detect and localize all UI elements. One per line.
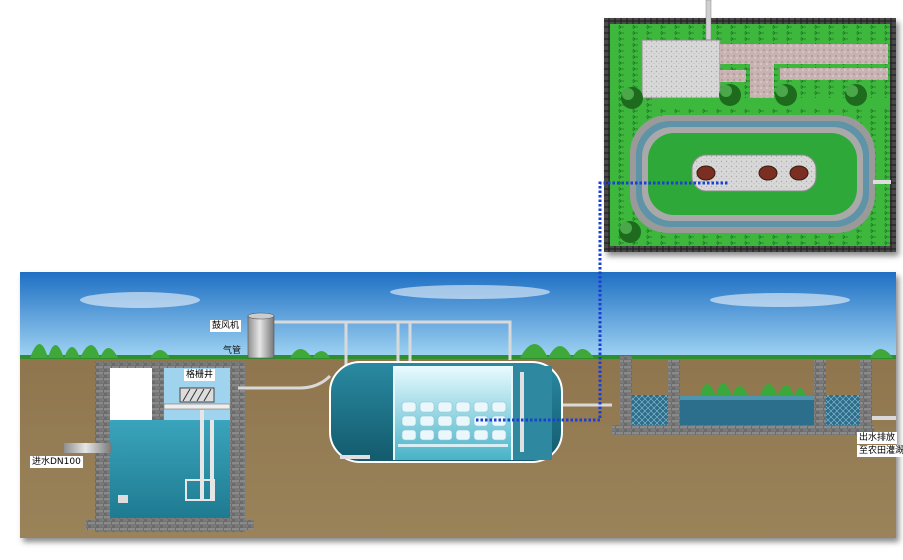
bar-screen [179, 387, 215, 403]
blower-label: 鼓风机 [210, 320, 242, 332]
tree-icon [619, 84, 867, 243]
air-line-label: 气管 [223, 346, 242, 356]
blower-icon [247, 312, 275, 359]
grille-well-label: 格栅井 [184, 369, 216, 381]
manhole-icon [696, 165, 809, 181]
outlet-label-line2: 至农田灌溉 [857, 445, 903, 457]
grass-tufts [30, 344, 893, 358]
outlet-label-line1: 出水排放 [857, 432, 898, 444]
wetland-plant-icon [700, 383, 806, 396]
concrete-pad [641, 39, 721, 99]
site-plan-contents [619, 0, 891, 243]
inlet-pipe-label: 进水DN100 [30, 456, 83, 468]
treatment-tank [329, 361, 563, 463]
clouds [80, 285, 850, 308]
constructed-wetland [612, 356, 874, 435]
route-line [476, 181, 728, 422]
sky-band [20, 272, 896, 357]
